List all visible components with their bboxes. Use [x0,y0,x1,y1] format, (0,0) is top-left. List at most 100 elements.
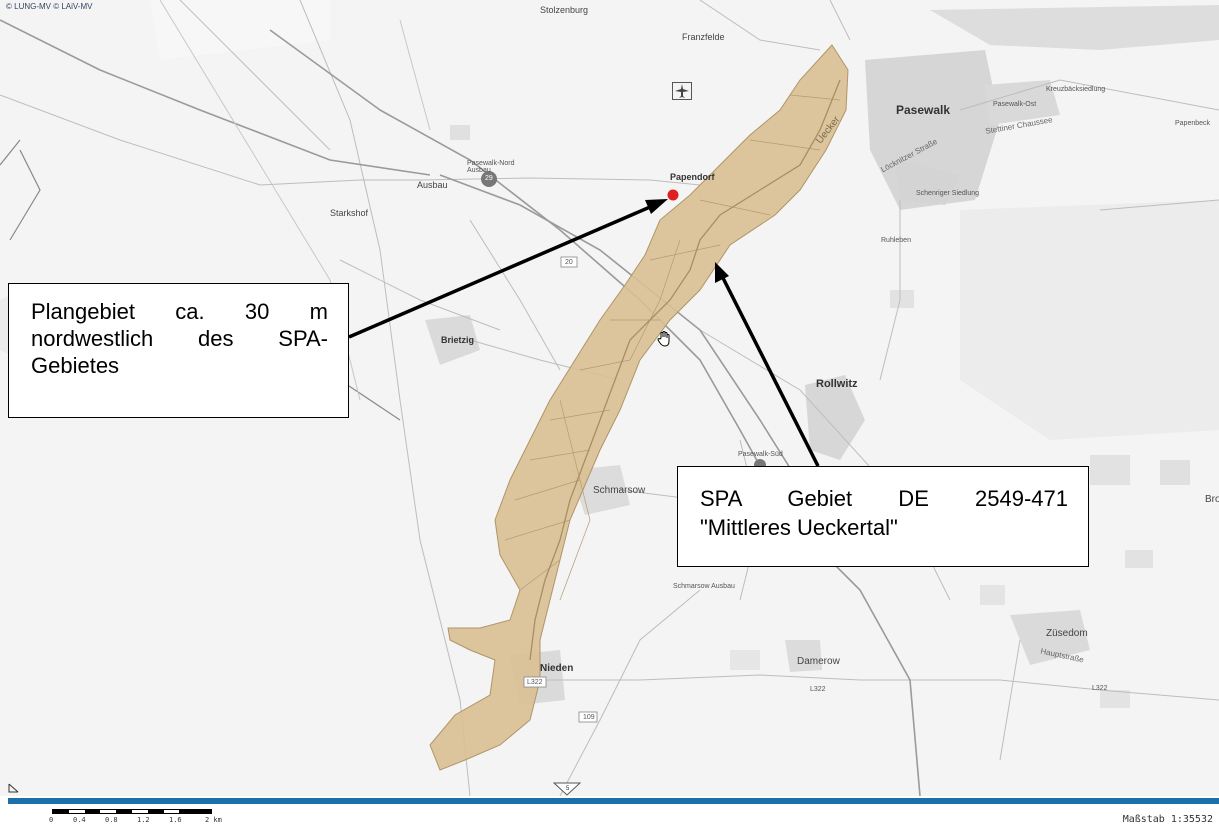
place-stolzenburg: Stolzenburg [540,5,589,15]
town-block [895,160,960,205]
scale-tick: 2 km [205,816,222,824]
road [699,0,821,51]
road [959,79,1219,111]
scalebar-labels: 0 0.4 0.8 1.2 1.6 2 km [49,816,239,826]
road [299,0,471,796]
scale-tick: 0.4 [73,816,86,824]
place-zuesedom: Züsedom [1046,628,1088,639]
road-number-l322-nieden: L322 [527,679,543,686]
parcel-line [559,399,591,601]
corner-triangle-icon[interactable] [8,780,20,796]
place-brietzig: Brietzig [441,335,475,345]
place-schmarsow: Schmarsow [593,485,646,496]
map-view[interactable]: © LUNG-MV © LAiV-MV Stolzenburg Franzfel… [0,0,1219,796]
parcel-line [549,409,611,421]
place-rollwitz: Rollwitz [816,378,858,390]
callout-spa-line: "Mittleres Ueckertal" [700,515,898,540]
scale-tick: 0 [49,816,54,824]
town-damerow [785,640,822,672]
place-ausbau: Ausbau [417,180,448,190]
road-number-l322-east: L322 [1092,685,1108,692]
road [179,0,331,151]
road [879,200,901,381]
scale-tick: 1.2 [137,816,150,824]
place-schenriger-siedlung: Schenriger Siedlung [916,190,980,197]
place-pasewalk: Pasewalk [896,103,951,117]
chevron-down-icon[interactable]: 5 [552,782,582,796]
parcel-line [649,244,721,261]
airport-icon [672,82,692,105]
callout-spa: SPA Gebiet DE 2549-471 "Mittleres Uecker… [677,466,1089,567]
exit-number-29: 29 [485,175,493,182]
place-papendorf: Papendorf [670,172,715,182]
road-shield-20 [560,256,578,268]
parcel-line [514,479,581,501]
boundary [159,0,361,401]
spa-area [429,44,849,771]
road-shield-l322-nieden [523,676,547,688]
forest-patch [1100,690,1130,708]
hand-cursor-icon [656,330,674,353]
parcel-line [629,239,681,361]
road [545,674,1219,701]
status-bar: 0 0.4 0.8 1.2 1.6 2 km Maßstab 1:35532 [0,796,1219,829]
exit-number-5: 5 [566,786,570,792]
road-number-20: 20 [565,259,573,266]
scale-ratio: Maßstab 1:35532 [1122,814,1213,825]
callout-plangebiet: Plangebiet ca. 30 m nordwestlich des SPA… [8,283,349,418]
railway [269,29,921,796]
boundary [399,19,431,131]
river-uecker [529,79,841,661]
forest-patch [1125,550,1153,568]
road [1099,199,1219,211]
road [339,259,501,331]
callout-spa-line: SPA Gebiet DE 2549-471 [700,486,1068,511]
highway [0,19,431,176]
scalebar [52,809,212,814]
parcel-line [699,199,771,216]
exit-badge-29 [481,171,497,187]
callout-plangebiet-line: Gebietes [31,353,120,378]
place-ruhleben: Ruhleben [881,237,911,244]
scale-tick: 1.6 [169,816,182,824]
forest-area [960,200,1219,440]
road-number-l322-damerow: L322 [810,686,826,693]
place-damerow: Damerow [797,656,840,667]
road-number-109: 109 [583,714,595,721]
town-rollwitz [805,375,865,460]
place-pasewalk-sued: Pasewalk-Süd [738,451,783,458]
callout-plangebiet-line: Plangebiet ca. 30 m [31,299,328,324]
forest-patch [1090,455,1130,485]
forest-patch [890,290,914,308]
arrow-plangebiet [348,199,668,339]
place-nieden: Nieden [540,663,574,674]
parcel-line [519,559,561,591]
scale-tick: 0.8 [105,816,118,824]
place-starkshof: Starkshof [330,208,369,218]
place-bro: Bro [1205,494,1219,505]
map-attribution: © LUNG-MV © LAiV-MV [6,2,93,11]
road [0,94,420,186]
accent-bar [8,798,1219,804]
place-schmarsow-ausbau: Schmarsow Ausbau [673,583,735,590]
town-brietzig [425,315,480,365]
forest-patch [1160,460,1190,485]
place-papenbeck: Papenbeck [1175,120,1211,127]
road [999,639,1021,761]
planning-area-marker [667,189,679,201]
forest-patch [450,125,470,140]
forest-patch [730,650,760,670]
place-kreuzbaeck: Kreuzbäcksiedlung [1046,86,1106,93]
callout-plangebiet-line: nordwestlich des SPA- [31,326,328,351]
town-pasewalk-ost [985,80,1060,125]
town-zuesedom [1010,610,1090,665]
parcel-line [504,519,571,541]
place-pasewalk-ost: Pasewalk-Ost [993,101,1037,108]
road [419,177,701,186]
place-franzfelde: Franzfelde [682,32,725,42]
road [469,219,561,371]
place-pasewalk-nord-ausbau: Pasewalk-Nord Ausbau [467,160,515,174]
road [829,0,851,41]
parcel-line [529,449,591,461]
arrow-spa [715,262,820,467]
